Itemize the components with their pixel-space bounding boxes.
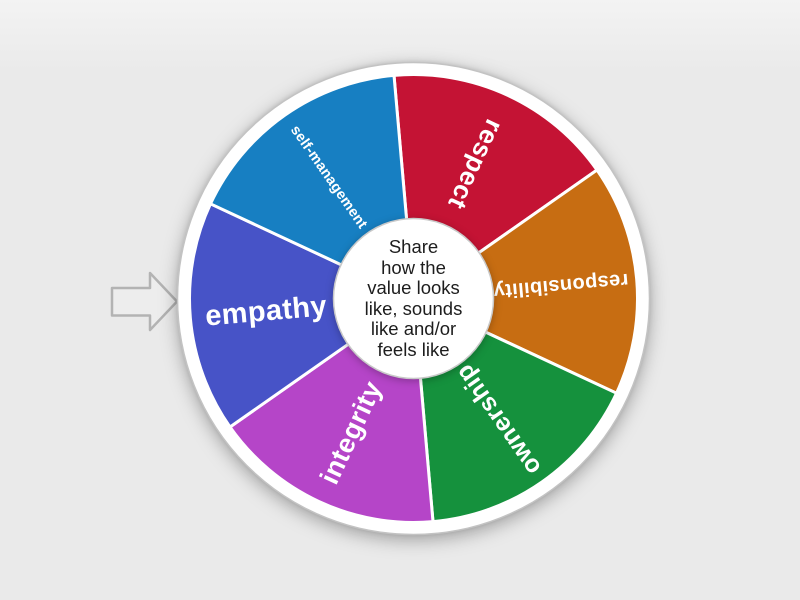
wheel-center-circle[interactable] [332,217,495,380]
wheel-segment-empathy[interactable] [187,202,415,429]
wheel-segment-responsibility[interactable] [412,168,640,395]
right-arrow-pointer-icon [110,271,179,332]
